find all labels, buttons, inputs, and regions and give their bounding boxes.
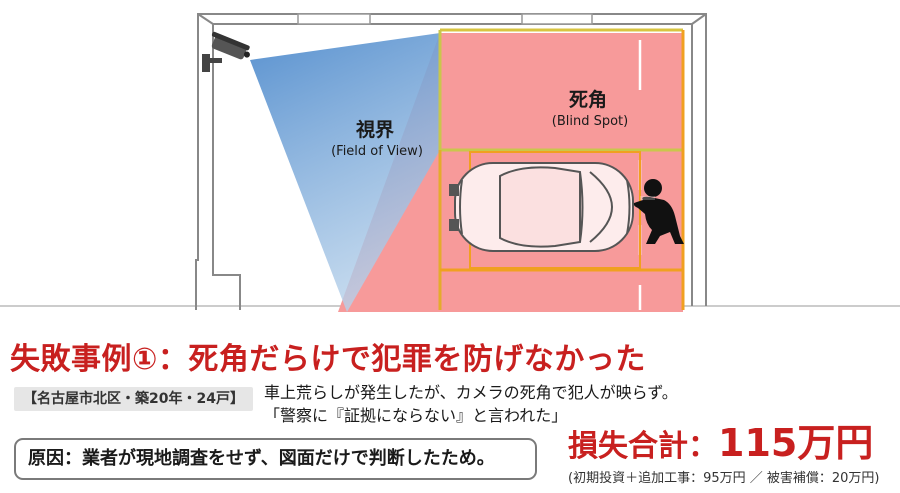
description-line-2: 「警察に『証拠にならない』と言われた」 [264,406,568,425]
loss-breakdown: (初期投資＋追加工事：95万円 ／ 被害補償：20万円) [568,471,880,486]
window-marks [297,13,593,25]
loss-total-amount: 115万円 [718,421,874,465]
parking-diagram: 視界 (Field of View) 死角 (Blind Spot) [0,13,900,312]
car-icon [449,162,634,252]
property-tag: 【名古屋市北区・築20年・24戸】 [14,387,253,411]
blind-spot-label: 死角 [569,88,607,111]
blind-spot-sublabel: (Blind Spot) [552,114,628,129]
cause-text: 原因：業者が現地調査をせず、図面だけで判断したため。 [28,448,495,469]
security-camera-icon [202,31,250,72]
burglar-icon [633,179,684,244]
case-description: 車上荒らしが発生したが、カメラの死角で犯人が映らず。 「警察に『証拠にならない』… [264,381,678,427]
loss-total: 損失合計：115万円 [568,420,873,474]
cause-box: 原因：業者が現地調査をせず、図面だけで判断したため。 [14,438,537,480]
fov-sublabel: (Field of View) [331,144,423,159]
fov-label: 視界 [355,118,394,141]
parking-lines [438,28,685,310]
description-line-1: 車上荒らしが発生したが、カメラの死角で犯人が映らず。 [264,383,678,402]
field-of-view-zone [250,33,440,312]
case-title: 失敗事例①：死角だらけで犯罪を防げなかった [10,342,646,377]
loss-total-label: 損失合計： [568,429,718,464]
building-walls [195,13,707,310]
